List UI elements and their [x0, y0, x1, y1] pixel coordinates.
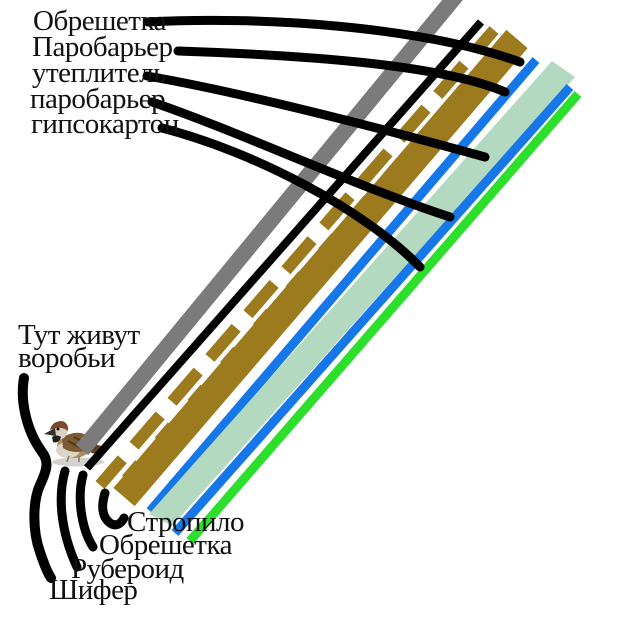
sparrow-image — [44, 421, 107, 467]
label-gipsokarton: гипсокартон — [31, 108, 179, 140]
label-ruberoid: Рубероид — [71, 553, 184, 585]
sparrow-legs — [66, 455, 80, 463]
label-obreshetka-bottom: Обрешетка — [99, 529, 232, 561]
layer-stropilo-rafter — [113, 29, 528, 507]
bottom-pointer-lines — [17, 373, 129, 583]
pointer-parobarrier-inner — [147, 97, 455, 222]
pointer-stropilo — [98, 488, 129, 530]
pointer-ruberoid — [56, 466, 82, 572]
label-uteplitel: утеплитель — [32, 57, 166, 89]
layer-obreshetka-battens — [95, 26, 499, 489]
pointer-parobarrier-outer — [173, 46, 510, 97]
label-stropilo: Стропило — [127, 506, 245, 538]
layer-gipsokarton-drywall — [186, 91, 582, 544]
layer-uteplitel-insulation — [149, 61, 575, 526]
label-shifer: Шифер — [49, 574, 138, 606]
pointer-obreshetka-top — [143, 15, 525, 67]
label-obreshetka-top: Обрешетка — [33, 5, 166, 37]
label-parobarrier-inner: паробарьер — [30, 83, 166, 115]
label-sparrows-note-line2: воробьи — [18, 342, 115, 374]
pointer-uteplitel — [142, 71, 490, 162]
sparrow-beak — [44, 428, 56, 436]
sparrow-eye — [56, 427, 60, 431]
label-sparrows-note-line1: Тут живут — [18, 319, 140, 351]
pointer-sparrows-shifer — [17, 373, 56, 583]
pointer-obreshetka-bottom — [75, 470, 98, 552]
sparrow-crown — [50, 421, 69, 431]
top-pointer-lines — [142, 15, 525, 272]
label-sparrows-note: Тут живут воробьи — [18, 319, 140, 374]
label-parobarrier-outer: Паробарьер — [32, 31, 173, 63]
pointer-gipsokarton — [157, 123, 425, 272]
layer-ruberoid-felt — [84, 19, 484, 471]
sparrow-bib — [52, 435, 61, 443]
layer-parobarrier-inner — [171, 84, 574, 536]
layer-parobarrier-outer — [146, 57, 540, 514]
